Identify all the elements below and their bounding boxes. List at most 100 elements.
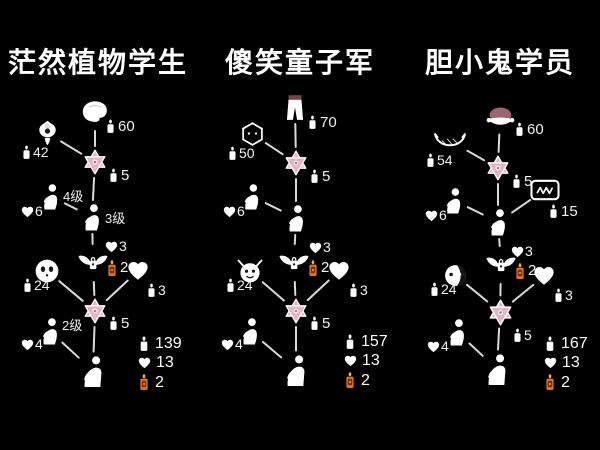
spirit-node-star-lower[interactable]	[82, 298, 108, 324]
summary-value: 2	[155, 373, 164, 391]
spirit-node-music-sheet[interactable]	[530, 175, 560, 205]
tree-edge	[262, 341, 283, 359]
cost-value: 24	[441, 281, 457, 297]
spirit-node-star-lower[interactable]	[283, 298, 309, 324]
tree-edge	[498, 238, 501, 247]
tree-cost-summary: 139 13 2	[138, 336, 182, 391]
cost-value: 3	[119, 238, 127, 254]
cost-value: 2	[120, 259, 129, 276]
cost-value: 6	[35, 203, 43, 219]
summary-total-heart: 13	[138, 355, 182, 371]
candle-icon	[429, 282, 440, 297]
node-cost: 60	[103, 117, 135, 134]
tree-edge	[264, 202, 282, 212]
summary-total-heart: 13	[344, 353, 388, 369]
tree-edge	[58, 280, 84, 302]
node-cost: 2	[305, 258, 329, 277]
cost-value: 50	[239, 145, 255, 161]
person-icon	[484, 208, 512, 236]
heart-icon	[21, 204, 34, 216]
spirit-node-emote-mid[interactable]	[282, 204, 310, 232]
spirit-node-star-lower[interactable]	[487, 299, 514, 326]
node-cost: 3	[145, 272, 166, 298]
cost-value: 42	[33, 144, 49, 160]
cost-value: 5	[121, 167, 130, 184]
tree-edge	[60, 140, 83, 155]
node-cost: 42	[20, 134, 49, 160]
node-cost: 60	[512, 120, 544, 137]
spirit-node-emote-mid[interactable]	[484, 208, 512, 236]
node-cost: 3	[510, 233, 533, 259]
spirit-node-base-spirit[interactable]	[280, 354, 313, 387]
node-cost: 6	[222, 193, 245, 219]
summary-total-slantern: 2	[544, 374, 588, 391]
node-cost: 5	[307, 167, 330, 184]
star-icon	[82, 298, 108, 324]
spirit-node-star-upper[interactable]	[283, 150, 309, 176]
node-cost: 2	[104, 258, 128, 277]
cost-value: 5	[322, 168, 331, 185]
person-icon	[282, 204, 310, 232]
candle-icon	[309, 316, 320, 331]
tree-cost-summary: 157 13 2	[344, 334, 388, 389]
spirit-node-base-spirit[interactable]	[77, 355, 110, 388]
summary-total-candle: 139	[138, 336, 182, 352]
cost-value: 6	[237, 203, 245, 219]
summary-value: 157	[361, 333, 388, 350]
tree-title-1: 茫然植物学生	[7, 47, 188, 78]
heart-icon	[138, 357, 151, 369]
cost-value: 54	[437, 152, 453, 168]
tree-edge	[91, 177, 96, 201]
spirit-icon	[77, 355, 110, 388]
summary-total-slantern: 2	[344, 372, 388, 389]
candle-icon	[105, 119, 116, 134]
node-cost: 3	[552, 277, 573, 303]
node-cost: 70	[305, 113, 337, 130]
candle-icon	[138, 336, 150, 352]
spirit-node-star-upper[interactable]	[485, 155, 511, 181]
emote-level-label: 4级	[63, 189, 84, 204]
cost-value: 24	[34, 277, 50, 293]
star-icon	[485, 155, 511, 181]
node-cost: 50	[226, 135, 255, 161]
cost-value: 5	[121, 315, 130, 332]
slantern-icon	[106, 260, 118, 277]
cost-value: 3	[525, 243, 533, 259]
candle-icon	[227, 146, 238, 161]
node-cost: 5	[106, 166, 129, 183]
summary-total-slantern: 2	[138, 374, 182, 391]
summary-value: 13	[156, 354, 174, 371]
spirit-node-emote-lv3[interactable]	[78, 203, 106, 231]
tree-edge	[293, 281, 297, 296]
heart-icon	[223, 204, 236, 216]
node-cost: 5	[106, 314, 129, 331]
spirit-node-star-upper[interactable]	[82, 149, 108, 175]
tree-edge	[497, 327, 501, 351]
tree-edge	[105, 279, 129, 302]
cost-value: 4	[35, 336, 43, 352]
cost-value: 2	[321, 259, 330, 276]
cost-value: 2	[528, 262, 537, 279]
cost-value: 3	[360, 282, 368, 298]
spirit-node-top-hat[interactable]	[485, 101, 516, 132]
node-cost: 3	[347, 272, 368, 298]
tree-edge	[497, 133, 501, 153]
cost-value: 24	[237, 277, 253, 293]
heart-icon	[21, 337, 34, 349]
cost-value: 5	[524, 173, 533, 190]
candle-icon	[544, 336, 556, 352]
candle-icon	[344, 334, 356, 350]
tree-edge	[466, 149, 486, 162]
node-cost: 5	[511, 317, 532, 343]
tree-edge	[264, 142, 284, 156]
cost-value: 3	[323, 239, 331, 255]
hat-icon	[485, 101, 516, 132]
person-icon	[78, 203, 106, 231]
node-cost: 5	[307, 314, 330, 331]
tree-edge	[511, 283, 535, 303]
spirit-node-base-spirit[interactable]	[481, 353, 514, 386]
cost-value: 5	[524, 327, 532, 343]
summary-value: 2	[361, 371, 370, 389]
candle-icon	[146, 283, 157, 298]
spirit-icon	[481, 353, 514, 386]
